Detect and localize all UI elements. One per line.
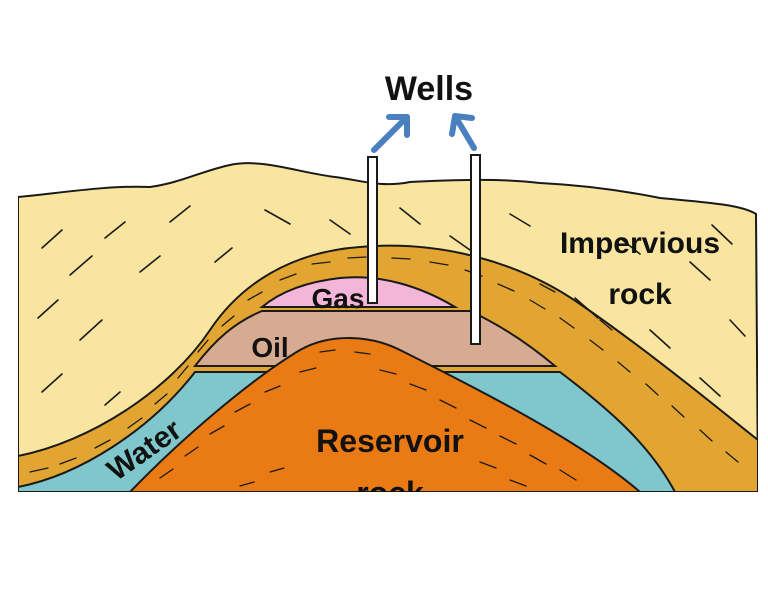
arrow-up-left-icon [449,113,477,151]
well-pipe-right [470,154,481,345]
wells-label: Wells [385,70,473,108]
cap-band-texture [29,256,739,473]
oil-label: Oil [251,332,288,363]
reservoir-rock-layer [128,337,642,492]
well-pipe-left [367,156,378,304]
reservoir-rock-label-line2: rock [356,475,424,511]
gas-label: Gas [312,283,365,314]
impervious-rock-label-line1: Impervious [560,227,720,260]
arrow-up-right-icon [371,114,410,153]
reservoir-texture [159,349,577,487]
impervious-texture [37,205,746,406]
reservoir-rock-label-line1: Reservoir [316,423,464,459]
gas-layer [259,276,459,308]
impervious-rock-label-line2: rock [608,278,672,311]
well-arrows [371,113,477,153]
